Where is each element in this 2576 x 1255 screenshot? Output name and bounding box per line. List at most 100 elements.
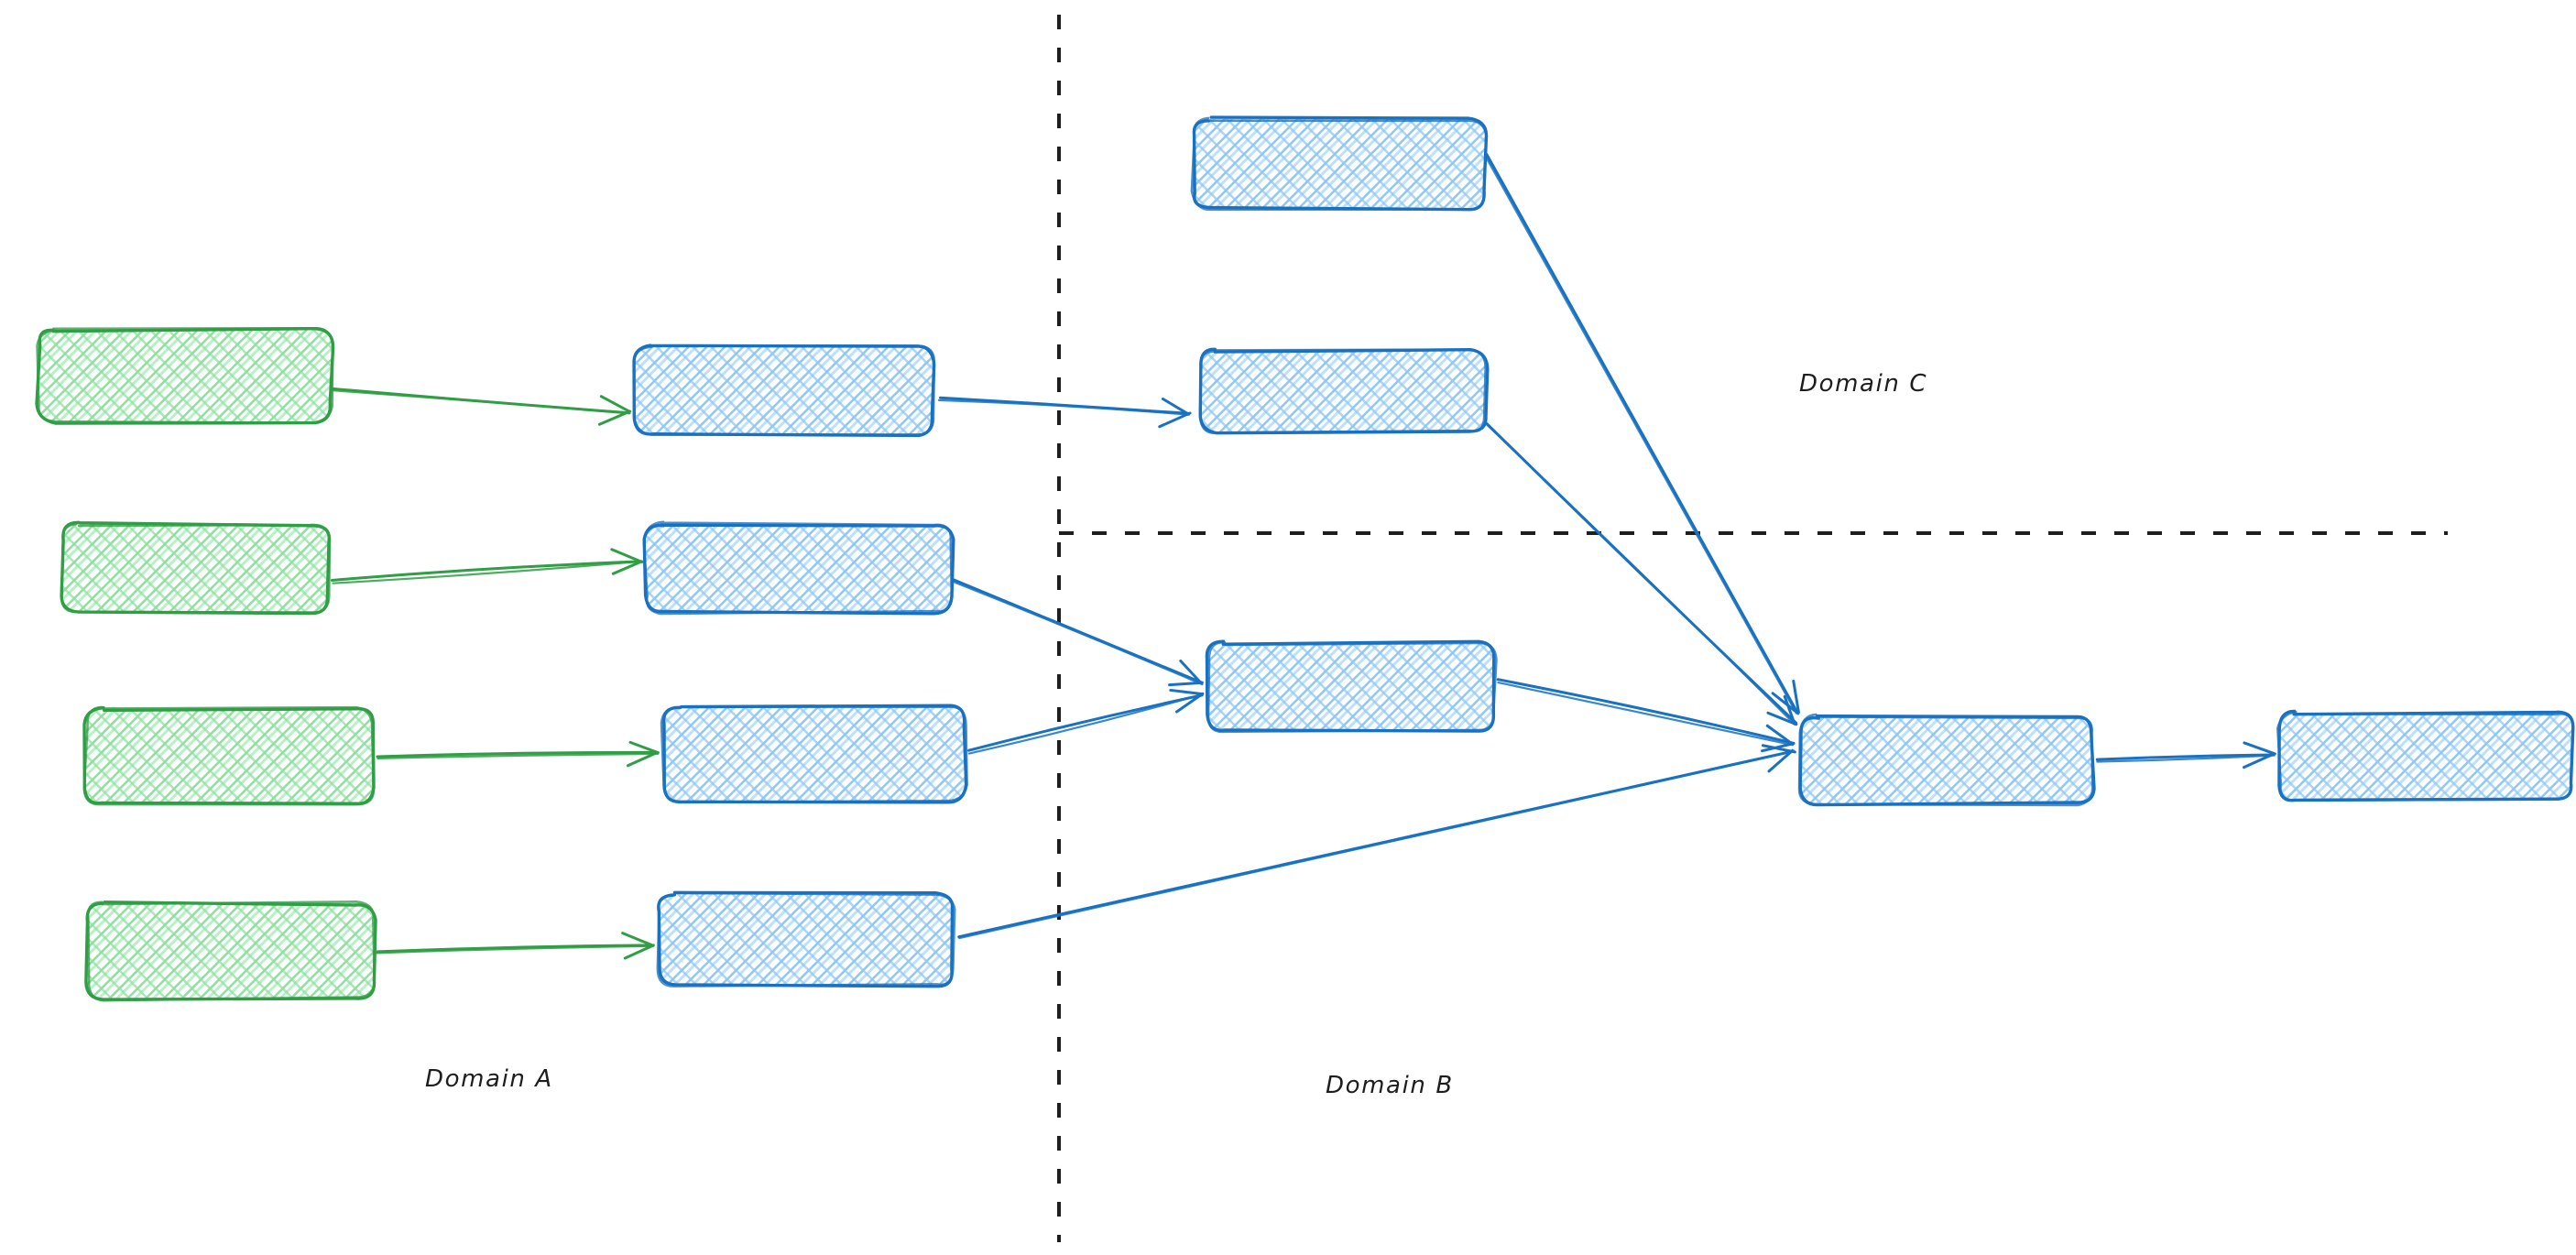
arrowhead-barb <box>2243 741 2276 756</box>
node-outline <box>632 344 935 436</box>
node-outline <box>36 326 334 425</box>
edge-c2-d1[interactable] <box>1485 422 1798 726</box>
label-domain-a: Domain A <box>425 1065 553 1093</box>
node-outline <box>86 900 377 1002</box>
node-outline <box>1797 713 2094 807</box>
arrowhead-barb <box>626 750 659 768</box>
node-outline <box>1190 116 1488 212</box>
arrowhead-barb <box>1179 660 1203 684</box>
node-outline <box>2276 710 2574 802</box>
arrowhead-barb <box>597 409 632 426</box>
arrowhead-barb <box>2243 752 2276 769</box>
edge-line <box>967 693 1204 752</box>
edge-line <box>1483 153 1798 715</box>
node-fill <box>61 524 329 612</box>
arrowhead-barb <box>621 932 655 947</box>
node-outline <box>1198 348 1487 434</box>
node-b4[interactable] <box>656 890 956 988</box>
node-fill <box>646 524 952 612</box>
edge-b2-c3[interactable] <box>950 577 1204 687</box>
arrowhead-barb <box>1783 694 1796 726</box>
edge-d1-e1[interactable] <box>2095 741 2276 769</box>
edge-line <box>376 944 654 955</box>
node-fill <box>658 894 953 986</box>
arrowhead-barb <box>1766 711 1798 726</box>
edge-line <box>967 693 1203 755</box>
node-c3[interactable] <box>1205 639 1498 734</box>
node-fill <box>1207 643 1495 731</box>
arrowhead-barb <box>1169 688 1205 696</box>
arrowhead-barb <box>1158 411 1192 429</box>
node-a3[interactable] <box>82 705 376 806</box>
arrowhead-barb <box>1792 679 1800 715</box>
node-c1[interactable] <box>1190 115 1489 212</box>
arrowhead-barb <box>1767 748 1795 773</box>
node-b1[interactable] <box>632 344 936 438</box>
arrowhead-barb <box>1771 692 1800 715</box>
node-c2[interactable] <box>1198 347 1490 435</box>
edge-line <box>1485 152 1799 714</box>
node-outline <box>660 705 968 804</box>
node-a2[interactable] <box>60 520 332 616</box>
node-fill <box>663 707 966 801</box>
edge-line <box>1496 678 1796 745</box>
edge-line <box>2096 754 2276 763</box>
edge-line <box>376 944 654 954</box>
edge-a4-b4[interactable] <box>376 932 655 960</box>
edge-line <box>2095 753 2276 761</box>
arrowhead-barb <box>628 740 660 755</box>
edge-line <box>1485 423 1796 726</box>
arrowhead-barb <box>611 560 643 575</box>
edge-line <box>332 560 643 584</box>
edge-a3-b3[interactable] <box>376 740 660 768</box>
arrowhead-barb <box>1765 724 1795 746</box>
node-a1[interactable] <box>35 326 335 425</box>
node-outline <box>82 705 375 806</box>
edge-b1-c2[interactable] <box>937 396 1192 429</box>
node-layer <box>35 115 2575 1002</box>
edge-a2-b2[interactable] <box>330 548 644 584</box>
edge-line <box>950 580 1204 686</box>
edge-line <box>958 750 1795 940</box>
node-b2[interactable] <box>642 520 955 616</box>
node-outline <box>642 520 954 616</box>
edge-c1-d1[interactable] <box>1483 152 1800 715</box>
arrowhead-barb <box>610 548 644 563</box>
node-fill <box>1801 716 2092 804</box>
node-fill <box>86 709 374 804</box>
arrowhead-barb <box>1761 744 1796 754</box>
label-domain-b: Domain B <box>1326 1072 1454 1099</box>
edge-layer <box>330 152 2276 960</box>
arrowhead-barb <box>623 944 655 960</box>
node-outline <box>60 522 332 614</box>
node-a4[interactable] <box>84 900 377 1002</box>
edge-line <box>332 389 631 414</box>
node-fill <box>2279 713 2572 801</box>
node-outline <box>656 891 956 988</box>
edge-line <box>1497 681 1795 747</box>
arrowhead-barb <box>1175 692 1205 714</box>
node-fill <box>87 903 374 999</box>
arrowhead-barb <box>1162 397 1190 416</box>
node-b3[interactable] <box>660 704 968 804</box>
edge-line <box>330 560 644 582</box>
label-domain-c: Domain C <box>1799 370 1928 398</box>
arrowhead-barb <box>599 395 631 413</box>
edge-c3-d1[interactable] <box>1496 678 1796 753</box>
node-d1[interactable] <box>1797 713 2096 807</box>
node-outline <box>1206 640 1498 734</box>
edge-line <box>937 398 1190 416</box>
edge-line <box>377 752 660 759</box>
edge-b3-c3[interactable] <box>967 688 1205 755</box>
edge-a1-b1[interactable] <box>331 387 632 426</box>
edge-b4-d1[interactable] <box>957 744 1796 940</box>
edge-line <box>376 750 660 758</box>
arrowhead-barb <box>1168 681 1204 687</box>
node-fill <box>38 330 332 421</box>
node-fill <box>1200 350 1486 432</box>
divider-layer <box>1057 15 2448 1242</box>
node-fill <box>1194 119 1485 209</box>
node-e1[interactable] <box>2276 709 2575 802</box>
node-fill <box>635 346 933 434</box>
